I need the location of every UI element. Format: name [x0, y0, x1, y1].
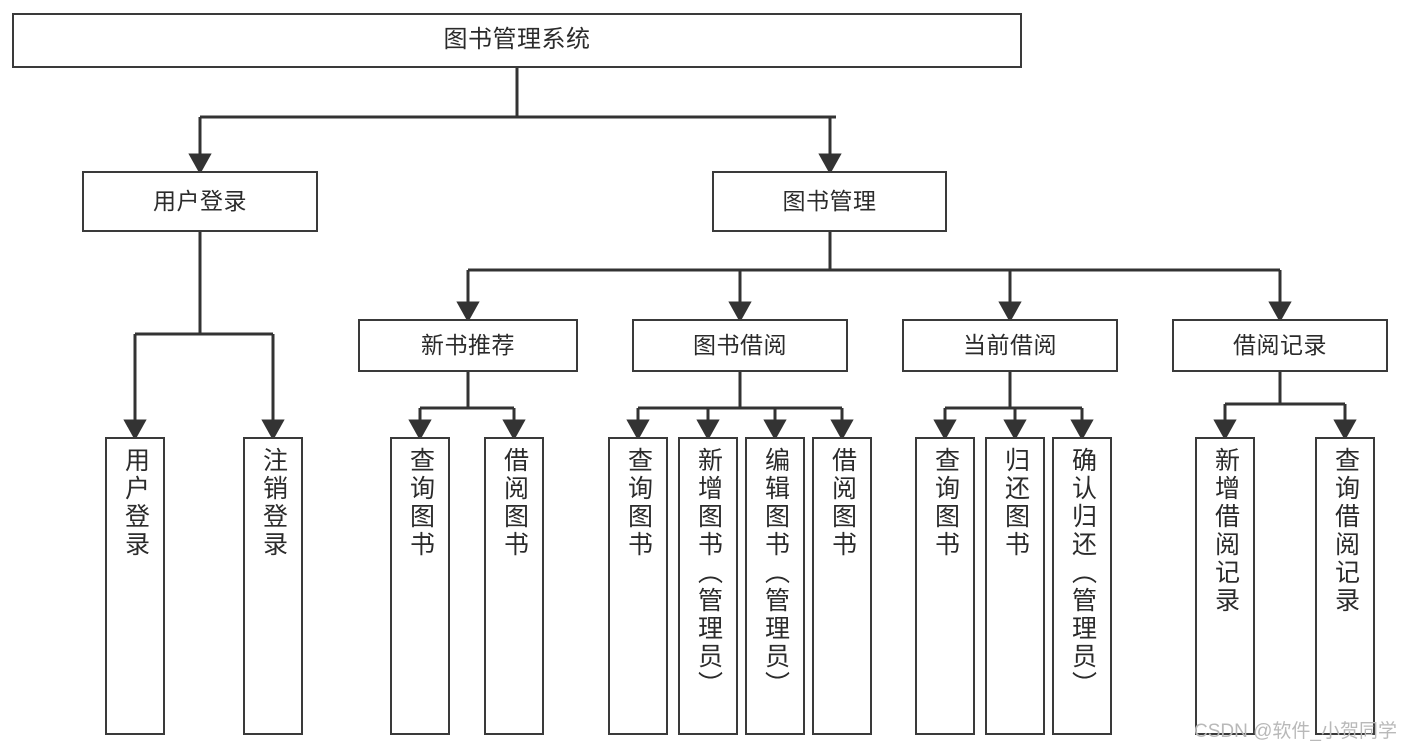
node-leaf-add-borrow-record[interactable]: 新增借阅记录 [1195, 437, 1255, 735]
node-root[interactable]: 图书管理系统 [12, 13, 1022, 68]
node-leaf-return-book-label: 归还图书 [1001, 447, 1030, 559]
node-leaf-return-book[interactable]: 归还图书 [985, 437, 1045, 735]
node-leaf-confirm-return[interactable]: 确认归还（管理员） [1052, 437, 1112, 735]
node-new-book-rec[interactable]: 新书推荐 [358, 319, 578, 372]
watermark: CSDN @软件_小贺同学 [1194, 721, 1397, 742]
node-borrow-record[interactable]: 借阅记录 [1172, 319, 1388, 372]
node-leaf-user-login[interactable]: 用户登录 [105, 437, 165, 735]
node-leaf-query-borrow-record-label: 查询借阅记录 [1331, 447, 1360, 615]
node-leaf-add-borrow-record-label: 新增借阅记录 [1211, 447, 1240, 615]
node-leaf-borrow-book-rec-label: 借阅图书 [500, 447, 529, 559]
node-leaf-borrow-book[interactable]: 借阅图书 [812, 437, 872, 735]
node-leaf-query-book-borrow-label: 查询图书 [624, 447, 653, 559]
node-current-borrow-label: 当前借阅 [963, 331, 1057, 358]
node-borrow-record-label: 借阅记录 [1233, 331, 1327, 358]
node-leaf-logout-label: 注销登录 [259, 447, 288, 559]
node-leaf-query-book-current-label: 查询图书 [931, 447, 960, 559]
node-user-login[interactable]: 用户登录 [82, 171, 318, 232]
node-leaf-user-login-label: 用户登录 [121, 447, 150, 559]
node-leaf-borrow-book-rec[interactable]: 借阅图书 [484, 437, 544, 735]
node-leaf-confirm-return-label: 确认归还（管理员） [1068, 447, 1097, 699]
node-leaf-edit-book-label: 编辑图书（管理员） [761, 447, 790, 699]
node-leaf-query-book-rec-label: 查询图书 [406, 447, 435, 559]
node-book-borrow-label: 图书借阅 [693, 331, 787, 358]
node-root-label: 图书管理系统 [443, 26, 591, 54]
node-leaf-query-book-current[interactable]: 查询图书 [915, 437, 975, 735]
node-book-manage-label: 图书管理 [782, 187, 877, 214]
node-user-login-label: 用户登录 [153, 187, 247, 214]
node-leaf-logout[interactable]: 注销登录 [243, 437, 303, 735]
node-book-manage[interactable]: 图书管理 [712, 171, 947, 232]
node-leaf-query-borrow-record[interactable]: 查询借阅记录 [1315, 437, 1375, 735]
node-leaf-add-book[interactable]: 新增图书（管理员） [678, 437, 738, 735]
node-leaf-borrow-book-label: 借阅图书 [828, 447, 857, 559]
node-new-book-rec-label: 新书推荐 [421, 331, 515, 358]
node-leaf-edit-book[interactable]: 编辑图书（管理员） [745, 437, 805, 735]
node-current-borrow[interactable]: 当前借阅 [902, 319, 1118, 372]
node-leaf-add-book-label: 新增图书（管理员） [694, 447, 723, 699]
node-leaf-query-book-borrow[interactable]: 查询图书 [608, 437, 668, 735]
node-leaf-query-book-rec[interactable]: 查询图书 [390, 437, 450, 735]
node-book-borrow[interactable]: 图书借阅 [632, 319, 848, 372]
